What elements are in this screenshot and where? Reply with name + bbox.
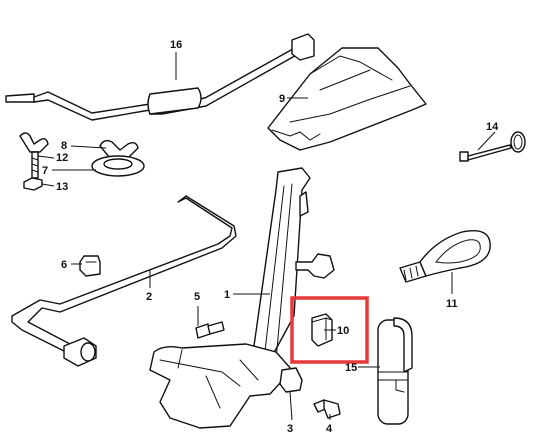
- part-7-grommet: [91, 155, 145, 177]
- part-6-clip: [79, 255, 101, 277]
- callout-8: 8: [61, 140, 67, 152]
- callout-11: 11: [446, 298, 458, 310]
- callout-14: 14: [486, 121, 499, 133]
- callout-12: 12: [56, 152, 68, 164]
- part-4-screw: [313, 399, 341, 419]
- part-1-jack: [149, 167, 335, 429]
- callout-1: 1: [224, 289, 230, 301]
- part-2-wheel-brace: [11, 195, 237, 367]
- callout-3: 3: [287, 423, 293, 435]
- part-14-tow-pin: [459, 131, 526, 162]
- callout-6: 6: [61, 259, 67, 271]
- callout-10: 10: [337, 325, 349, 337]
- callouts: 16 9 14 8 12 7 13 6 2 5 1 10 11 15 3 4: [42, 39, 499, 435]
- part-11-hose: [399, 230, 491, 283]
- callout-2: 2: [146, 291, 152, 303]
- callout-4: 4: [326, 423, 333, 435]
- part-15-canister: [377, 317, 413, 425]
- callout-16: 16: [170, 39, 182, 51]
- highlight-box: [290, 296, 369, 364]
- part-5-bolt: [195, 321, 225, 339]
- callout-15: 15: [345, 362, 357, 374]
- part-10-rubber-pad: [311, 313, 333, 347]
- part-16-crank-handle: [5, 33, 315, 121]
- part-9-jack-holder: [267, 47, 427, 151]
- leader-lines: [37, 52, 496, 421]
- part-8-wing-nut: [99, 139, 139, 159]
- callout-7: 7: [42, 165, 48, 177]
- part-13-nut: [23, 177, 43, 191]
- callout-9: 9: [279, 93, 285, 105]
- callout-5: 5: [194, 291, 200, 303]
- callout-13: 13: [56, 181, 68, 193]
